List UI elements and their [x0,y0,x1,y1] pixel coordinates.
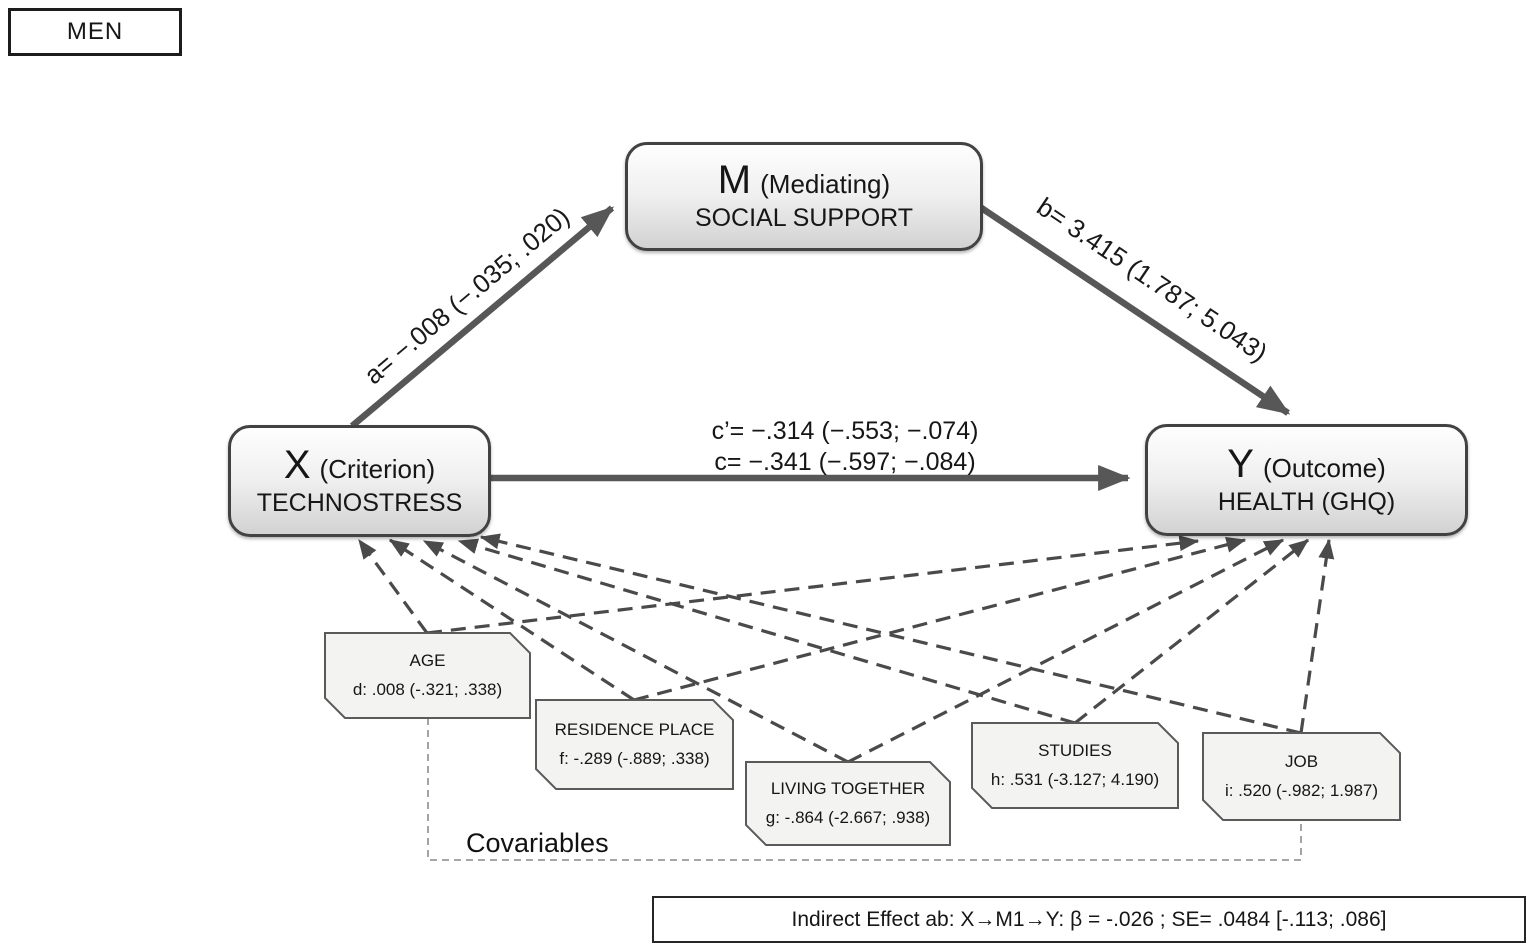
covariable-name: JOB [1284,752,1319,771]
outcome-title: Y (Outcome) [1227,444,1386,484]
covariables-bracket [427,718,1302,861]
living-to-y-arrow [847,538,1285,764]
outcome-role: (Outcome) [1262,452,1386,483]
criterion-name: TECHNOSTRESS [256,488,463,517]
covariable-box-age: AGE d: .008 (-.321; .338) [325,633,530,718]
covariable-effect: f: -.289 (-.889; .338) [559,749,710,768]
covariables-group-label: Covariables [466,828,609,858]
job-to-y-arrow [1299,538,1335,734]
solid-arrows [349,204,1291,491]
residence-box-shape [535,699,734,790]
covariable-shapes [324,632,1401,846]
path-c-prime-label: c’= −.314 (−.553; −.074) [711,417,979,445]
residence-to-y-arrow [633,536,1247,702]
covariable-box-studies: STUDIES h: .531 (-3.127; 4.190) [972,723,1178,808]
residence-to-x-arrow [388,538,635,702]
living-box-shape [745,761,951,846]
job-to-x-arrow [479,533,1302,735]
criterion-symbol: X [283,442,311,487]
outcome-node: Y (Outcome) HEALTH (GHQ) [1145,424,1468,536]
studies-to-x-arrow [457,538,1076,725]
path-a-arrow [349,205,615,429]
covariable-arrows [357,533,1335,764]
age-to-x-arrow [357,538,429,634]
outcome-name: HEALTH (GHQ) [1217,487,1396,516]
covariable-name: LIVING TOGETHER [770,779,926,798]
covariable-box-job: JOB i: .520 (-.982; 1.987) [1203,733,1400,820]
criterion-node: X (Criterion) TECHNOSTRESS [228,425,491,537]
covariable-name: RESIDENCE PLACE [554,720,715,739]
covariable-effect: i: .520 (-.982; 1.987) [1224,781,1379,800]
covariable-name: AGE [409,651,446,670]
age-box-shape [324,632,531,719]
criterion-title: X (Criterion) [284,445,435,485]
covariable-effect: d: .008 (-.321; .338) [352,680,503,699]
path-b-arrow [978,204,1291,416]
covariable-effect: h: .531 (-3.127; 4.190) [990,770,1160,789]
criterion-role: (Criterion) [319,453,436,484]
indirect-effect-text: Indirect Effect ab: X→M1→Y: β = -.026 ; … [791,907,1387,931]
living-to-x-arrow [422,539,849,764]
group-label: MEN [66,18,124,45]
mediator-name: SOCIAL SUPPORT [694,204,914,232]
covariable-name: STUDIES [1038,741,1112,760]
path-c-label: c= −.341 (−.597; −.084) [714,448,976,476]
job-box-shape [1202,732,1401,821]
mediator-node: M (Mediating) SOCIAL SUPPORT [625,142,983,251]
covariable-box-living-together: LIVING TOGETHER g: -.864 (-2.667; .938) [746,762,950,845]
outcome-symbol: Y [1227,441,1254,486]
covariable-box-residence-place: RESIDENCE PLACE f: -.289 (-.889; .338) [536,700,733,789]
indirect-effect-box: Indirect Effect ab: X→M1→Y: β = -.026 ; … [652,896,1526,943]
mediator-symbol: M [717,158,752,202]
path-c-labels: c’= −.314 (−.553; −.074) c= −.341 (−.597… [712,416,979,478]
covariable-effect: g: -.864 (-2.667; .938) [765,808,931,827]
mediator-role: (Mediating) [760,169,891,199]
mediator-title: M (Mediating) [718,160,890,200]
studies-box-shape [971,722,1179,809]
group-label-box: MEN [8,8,182,56]
age-to-y-arrow [426,535,1200,635]
studies-to-y-arrow [1074,538,1310,725]
